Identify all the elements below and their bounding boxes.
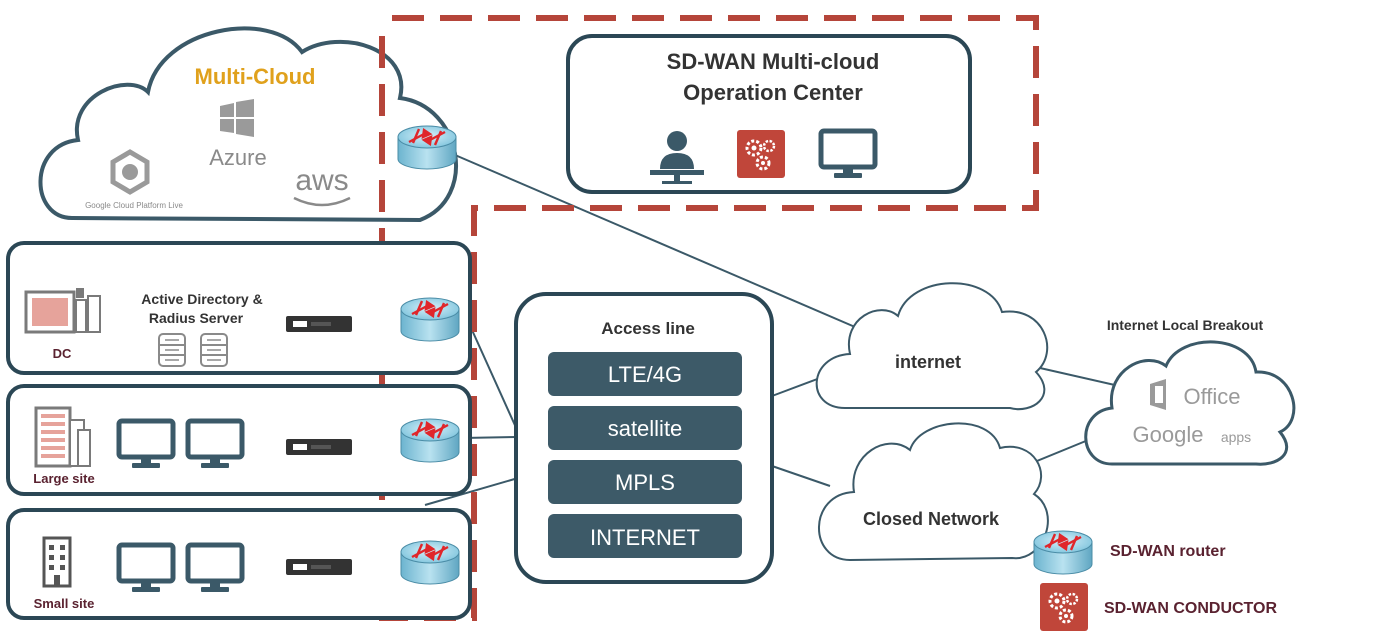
access-line-title: Access line <box>601 319 695 338</box>
legend-conductor-label: SD-WAN CONDUCTOR <box>1104 600 1277 617</box>
google-label: Google <box>1133 422 1204 447</box>
dc-sdwan-router-icon <box>399 296 461 343</box>
aws-smile-icon <box>293 196 351 207</box>
multicloud-title: Multi-Cloud <box>195 64 316 89</box>
breakout-cloud-shape <box>1084 340 1296 466</box>
dc-server-label-line2: Radius Server <box>149 310 244 326</box>
small-site: Small site <box>6 508 472 620</box>
small-building-icon <box>42 536 72 588</box>
breakout-title: Internet Local Breakout <box>1107 317 1264 333</box>
aws-label: aws <box>295 164 348 197</box>
access-option-lte: LTE/4G <box>608 362 682 387</box>
large-site: Large site <box>6 384 472 496</box>
link-small-access <box>424 477 519 506</box>
internet-label: internet <box>895 352 961 372</box>
operation-center: SD-WAN Multi-cloud Operation Center <box>566 34 972 194</box>
google-apps-label: apps <box>1221 429 1251 445</box>
dc-site-box <box>6 241 472 375</box>
azure-label: Azure <box>209 145 266 170</box>
link-cloudrouter-internet <box>454 154 863 331</box>
windows-logo-icon <box>220 99 254 137</box>
google-cloud-hex-icon <box>110 149 150 195</box>
internet-cloud-shape <box>815 282 1049 411</box>
access-option-internet: INTERNET <box>590 525 700 550</box>
office-label: Office <box>1183 384 1240 409</box>
access-option-box <box>548 406 742 450</box>
office-logo-icon <box>1150 379 1166 410</box>
large-site-label: Large site <box>33 471 94 486</box>
connection-lines <box>424 154 1129 506</box>
link-access-closed <box>771 465 831 487</box>
closed-network-cloud-shape <box>818 422 1049 562</box>
dc-server-label-line1: Active Directory & <box>141 291 262 307</box>
operation-center-title-line1: SD-WAN Multi-cloud <box>667 49 880 74</box>
access-line-group: Access line LTE/4G satellite MPLS INTERN… <box>514 292 774 584</box>
small-appliance-icon <box>286 559 352 575</box>
dc-label: DC <box>53 346 72 361</box>
datacenter-building-icon <box>24 288 101 334</box>
cloud-sdwan-router-icon <box>396 124 458 171</box>
conductor-icon <box>735 128 787 180</box>
dc-appliance-icon <box>286 316 352 332</box>
link-dc-access <box>471 329 519 433</box>
server-icon <box>158 333 186 367</box>
breakout-group: Internet Local Breakout Office Google ap… <box>1084 317 1296 466</box>
large-appliance-icon <box>286 439 352 455</box>
closed-network-cloud-group: Closed Network <box>818 422 1049 562</box>
large-sdwan-router-icon <box>399 417 461 464</box>
large-building-icon <box>34 406 91 468</box>
dc-site: DC Active Directory & Radius Server <box>6 241 472 375</box>
link-access-internet <box>771 377 821 397</box>
legend-router-icon <box>1032 529 1094 576</box>
access-option-mpls: MPLS <box>615 470 675 495</box>
internet-cloud-group: internet <box>815 282 1049 411</box>
legend-conductor-icon <box>1038 581 1090 633</box>
access-option-box <box>548 352 742 396</box>
small-sdwan-router-icon <box>399 539 461 586</box>
access-option-satellite: satellite <box>608 416 683 441</box>
legend: SD-WAN router SD-WAN CONDUCTOR <box>1032 529 1277 633</box>
access-option-box <box>548 460 742 504</box>
legend-router-label: SD-WAN router <box>1110 543 1226 560</box>
closed-network-label: Closed Network <box>863 509 1000 529</box>
small-site-label: Small site <box>34 596 95 611</box>
operator-icon <box>650 131 704 184</box>
operation-center-title-line2: Operation Center <box>683 80 863 105</box>
multicloud-group: Multi-Cloud Azure aws Google Cloud Platf… <box>38 26 458 223</box>
access-option-box <box>548 514 742 558</box>
server-icon <box>200 333 228 367</box>
google-cloud-label: Google Cloud Platform Live <box>85 201 183 210</box>
